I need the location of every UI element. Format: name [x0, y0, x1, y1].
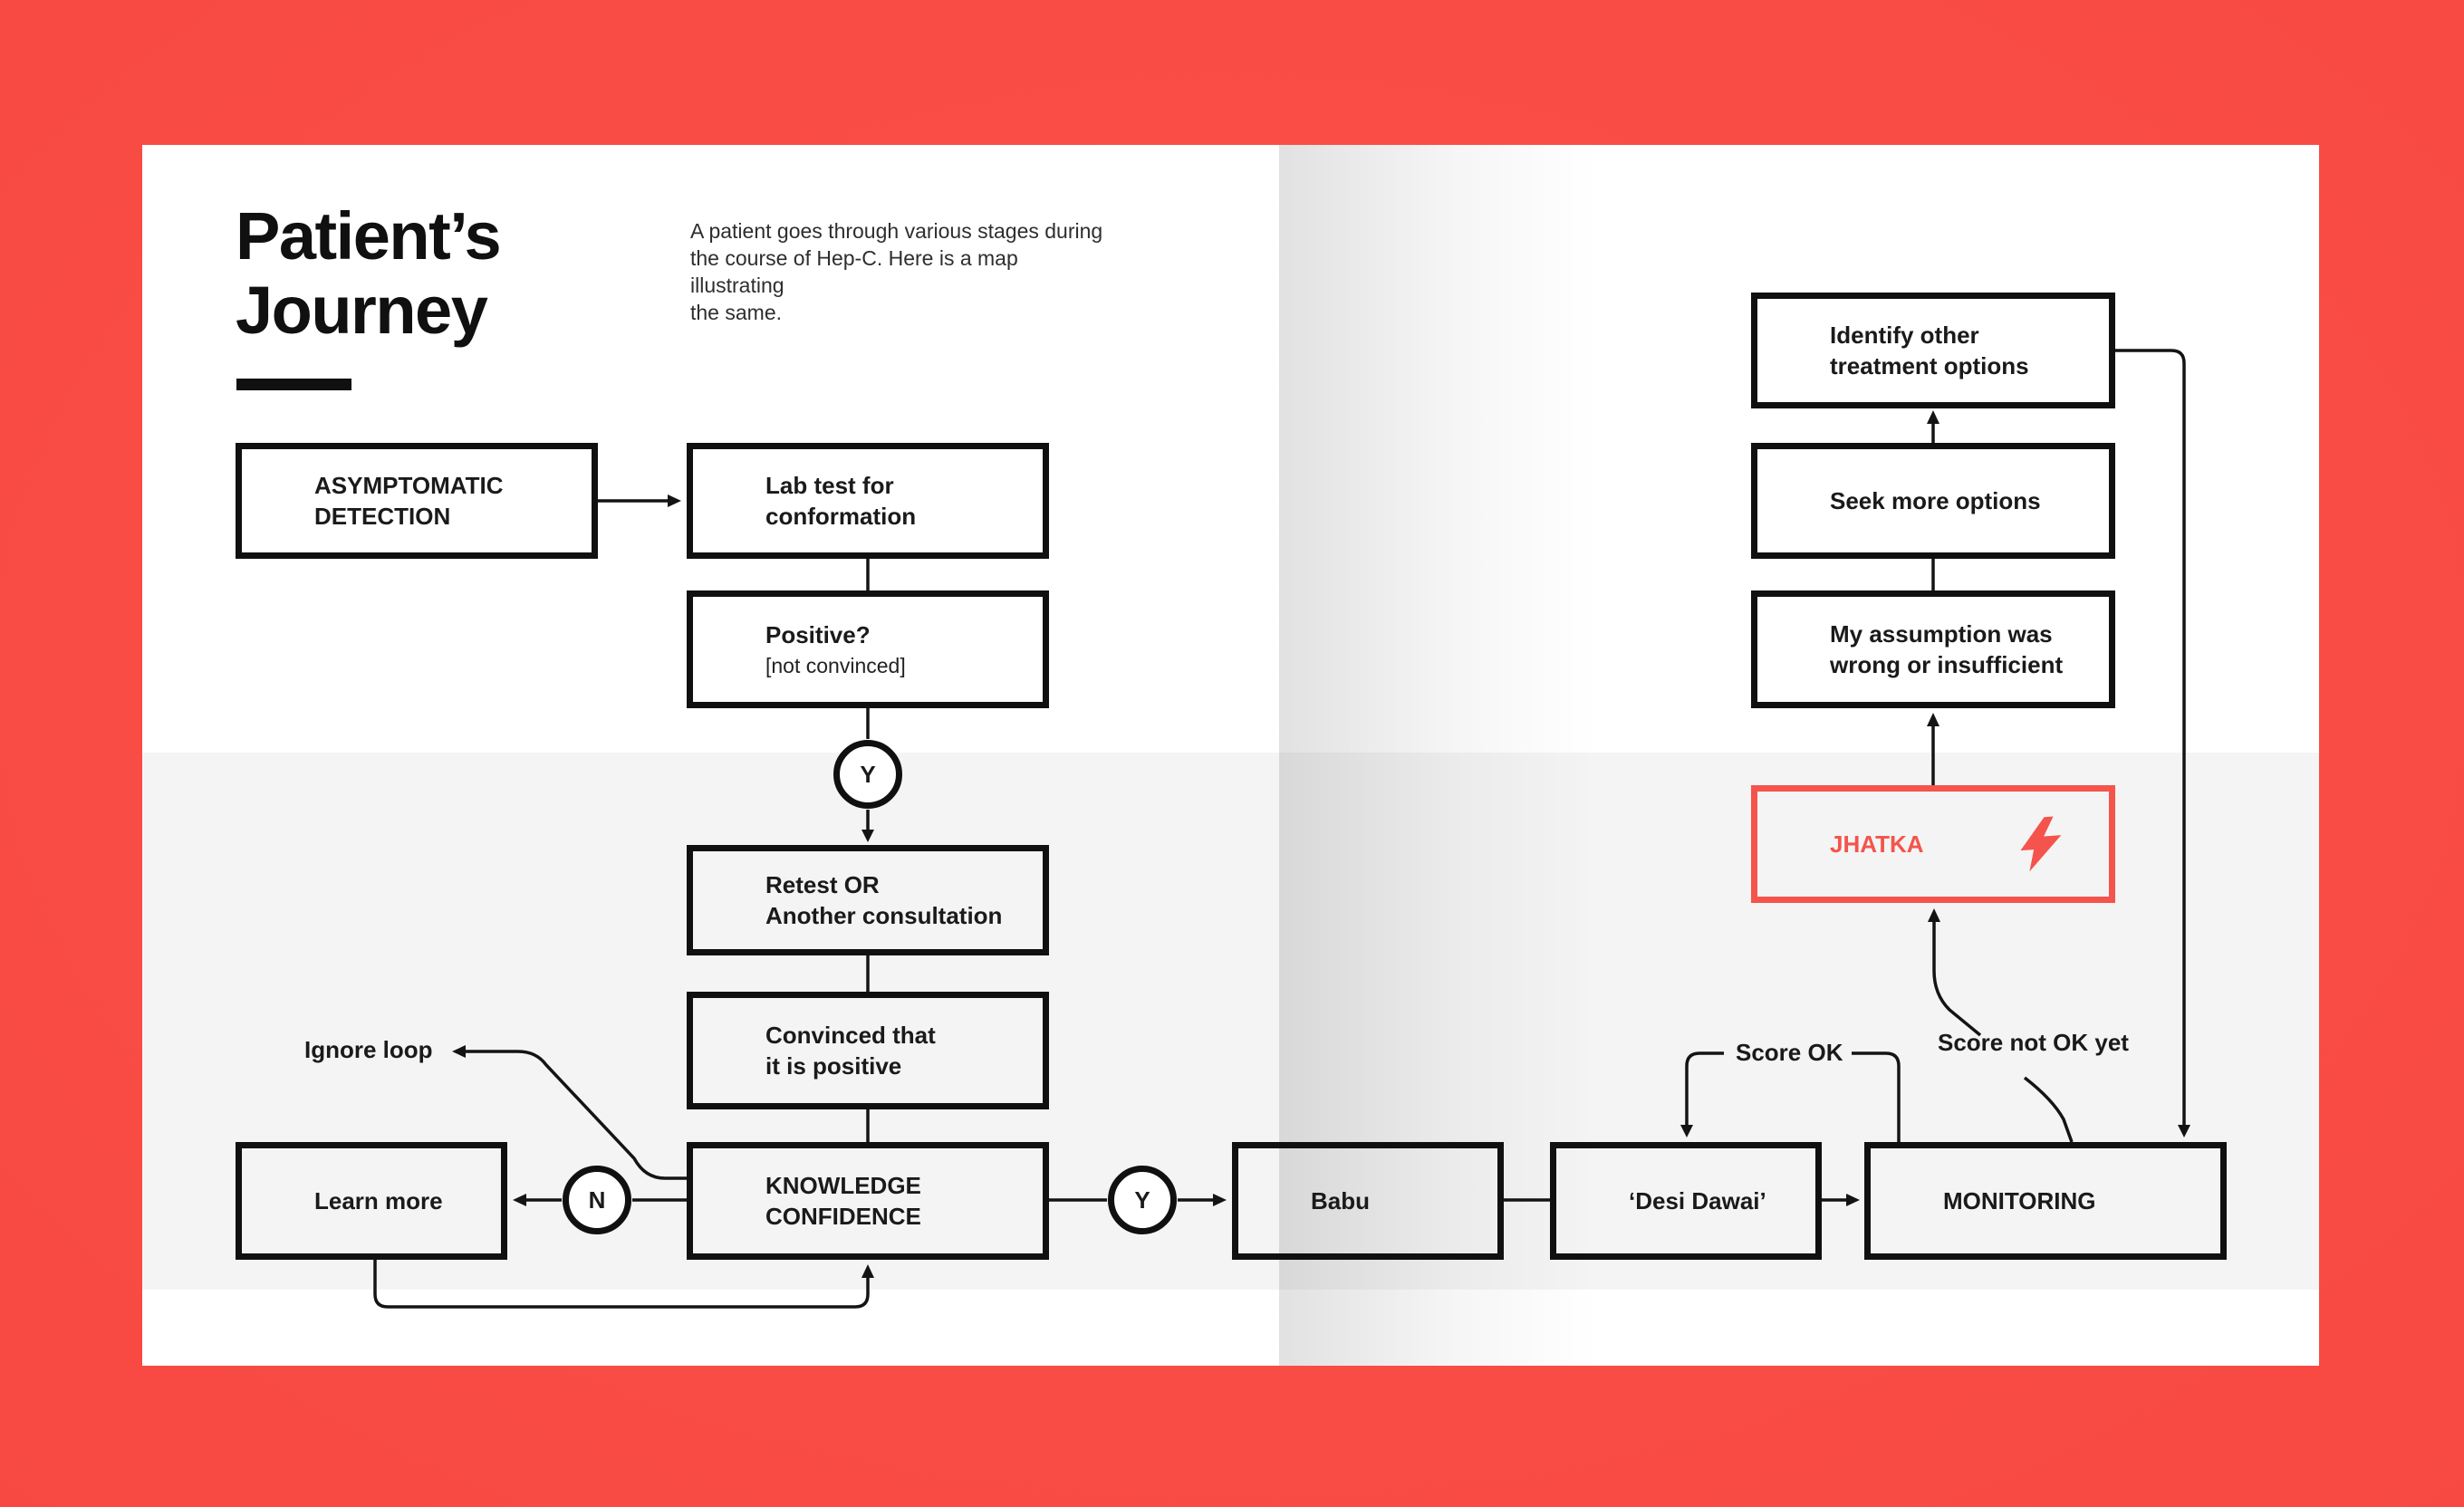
decision-label: Y	[860, 760, 876, 788]
arrowheads	[452, 410, 2190, 1278]
node-positive: Positive? [not convinced]	[687, 590, 1049, 708]
decision-yes-right-circle: Y	[1108, 1166, 1177, 1234]
connector-ignore-loop	[465, 1050, 687, 1180]
title-underline	[236, 379, 351, 390]
node-label: Babu	[1311, 1187, 1370, 1214]
connector-scoreok-to-desidawai	[1685, 1051, 1724, 1125]
label-score-ok: Score OK	[1736, 1039, 1843, 1066]
page-title: Patient’s Journey	[236, 198, 502, 348]
label-ignore-loop: Ignore loop	[304, 1036, 433, 1063]
node-label: Learn more	[314, 1187, 443, 1214]
node-sublabel: [not convinced]	[765, 654, 906, 677]
node-identify-treatment-options: Identify other treatment options	[1751, 293, 2115, 408]
node-learn-more: Learn more	[236, 1142, 507, 1260]
node-label: My assumption was wrong or insufficient	[1830, 620, 2064, 678]
decision-yes-circle: Y	[833, 740, 902, 809]
node-desi-dawai: ‘Desi Dawai’	[1550, 1142, 1822, 1260]
connector-identify-to-monitoring	[2115, 349, 2186, 1125]
decision-label: N	[588, 1185, 606, 1214]
node-label: Lab test for conformation	[765, 472, 917, 530]
connector-learnmore-loop-to-knowledge	[373, 1260, 870, 1309]
connector-scorenotok-to-jhatka	[1932, 921, 1982, 1037]
node-knowledge-confidence: KNOWLEDGE CONFIDENCE	[687, 1142, 1049, 1260]
node-babu: Babu	[1232, 1142, 1504, 1260]
node-label: ‘Desi Dawai’	[1629, 1187, 1766, 1214]
node-label: Positive?	[765, 621, 871, 648]
node-label: Retest OR Another consultation	[765, 871, 1003, 929]
connector-scoreok-to-monitoring	[1852, 1051, 1901, 1142]
node-monitoring: MONITORING	[1864, 1142, 2227, 1260]
decision-label: Y	[1134, 1185, 1150, 1214]
node-label: KNOWLEDGE CONFIDENCE	[765, 1172, 921, 1230]
node-convinced: Convinced that it is positive	[687, 992, 1049, 1109]
node-label: Seek more options	[1830, 487, 2041, 514]
node-label: Convinced that it is positive	[765, 1022, 936, 1080]
node-jhatka: JHATKA	[1751, 785, 2115, 903]
node-lab-test: Lab test for conformation	[687, 443, 1049, 559]
node-seek-more-options: Seek more options	[1751, 443, 2115, 559]
node-retest: Retest OR Another consultation	[687, 845, 1049, 955]
node-assumption-wrong: My assumption was wrong or insufficient	[1751, 590, 2115, 708]
page-subtitle: A patient goes through various stages du…	[690, 219, 1103, 324]
node-asymptomatic-detection: ASYMPTOMATIC DETECTION	[236, 443, 598, 559]
node-label: ASYMPTOMATIC DETECTION	[314, 472, 504, 530]
node-label: Identify other treatment options	[1830, 322, 2029, 379]
connector-monitoring-to-scorenotok	[2023, 1076, 2074, 1143]
node-label: MONITORING	[1943, 1187, 2096, 1214]
lightning-bolt-icon	[2020, 816, 2062, 872]
decision-no-circle: N	[563, 1166, 631, 1234]
label-score-not-ok: Score not OK yet	[1938, 1029, 2129, 1056]
node-label: JHATKA	[1830, 830, 1924, 858]
